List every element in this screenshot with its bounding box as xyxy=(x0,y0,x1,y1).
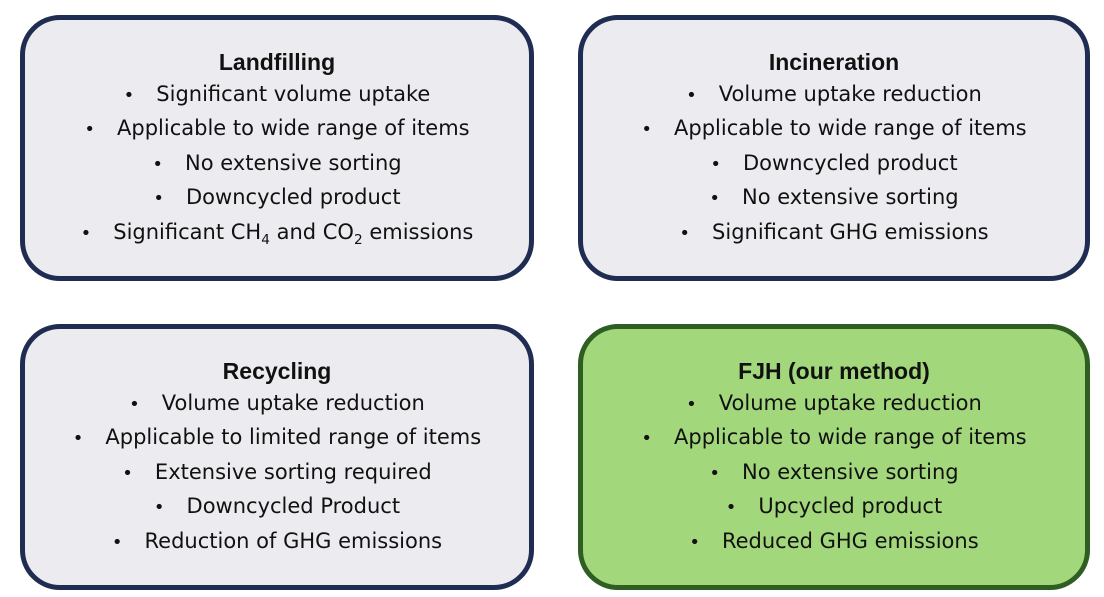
bullet-icon: • xyxy=(152,153,163,175)
landfilling-box: Landfilling •Significant volume uptake •… xyxy=(20,15,534,281)
bullet-icon: • xyxy=(84,119,95,141)
bullet-icon: • xyxy=(709,188,720,210)
list-item: •Volume uptake reduction xyxy=(641,78,1026,112)
list-item: •Extensive sorting required xyxy=(73,456,481,490)
bullet-icon: • xyxy=(725,497,737,519)
list-item: •Applicable to limited range of items xyxy=(73,421,481,455)
landfilling-list: •Significant volume uptake •Applicable t… xyxy=(81,78,474,250)
bullet-icon: • xyxy=(111,531,123,553)
bullet-icon: • xyxy=(641,428,652,450)
bullet-icon: • xyxy=(72,428,84,450)
recycling-list: •Volume uptake reduction •Applicable to … xyxy=(73,387,481,559)
bullet-icon: • xyxy=(123,84,135,106)
list-item: •No extensive sorting xyxy=(641,456,1026,490)
bullet-icon: • xyxy=(129,393,140,415)
incineration-title: Incineration xyxy=(768,48,900,75)
list-item: •No extensive sorting xyxy=(81,147,474,181)
bullet-icon: • xyxy=(122,462,133,484)
list-item: •Applicable to wide range of items xyxy=(81,112,474,146)
bullet-icon: • xyxy=(686,393,697,415)
fjh-title: FJH (our method) xyxy=(738,357,930,384)
bullet-icon: • xyxy=(80,222,92,244)
incineration-list: •Volume uptake reduction •Applicable to … xyxy=(641,78,1026,250)
list-item: •Reduced GHG emissions xyxy=(641,525,1026,559)
bullet-icon: • xyxy=(679,222,691,244)
list-item: •Significant GHG emissions xyxy=(641,216,1026,250)
list-item: •Applicable to wide range of items xyxy=(641,112,1026,146)
bullet-icon: • xyxy=(689,531,700,553)
list-item: •Downcycled product xyxy=(81,181,474,215)
list-item: •Reduction of GHG emissions xyxy=(73,525,481,559)
bullet-icon: • xyxy=(641,119,652,141)
list-item: •Downcycled Product xyxy=(73,490,481,524)
bullet-icon: • xyxy=(153,188,165,210)
list-item: •Applicable to wide range of items xyxy=(641,421,1026,455)
recycling-title: Recycling xyxy=(222,357,332,384)
recycling-box: Recycling •Volume uptake reduction •Appl… xyxy=(20,324,534,590)
bullet-icon: • xyxy=(710,153,722,175)
list-item: •Downcycled product xyxy=(641,147,1026,181)
bullet-icon: • xyxy=(153,497,165,519)
list-item: •No extensive sorting xyxy=(641,181,1026,215)
list-item: •Significant volume uptake xyxy=(81,78,474,112)
list-item: •Upcycled product xyxy=(641,490,1026,524)
fjh-list: •Volume uptake reduction •Applicable to … xyxy=(641,387,1026,559)
list-item-emissions: •Significant CH4 and CO2 emissions xyxy=(81,216,474,250)
bullet-icon: • xyxy=(709,462,720,484)
landfilling-title: Landfilling xyxy=(218,48,336,75)
bullet-icon: • xyxy=(686,84,697,106)
list-item: •Volume uptake reduction xyxy=(641,387,1026,421)
incineration-box: Incineration •Volume uptake reduction •A… xyxy=(578,15,1090,281)
list-item: •Volume uptake reduction xyxy=(73,387,481,421)
fjh-box: FJH (our method) •Volume uptake reductio… xyxy=(578,324,1090,590)
